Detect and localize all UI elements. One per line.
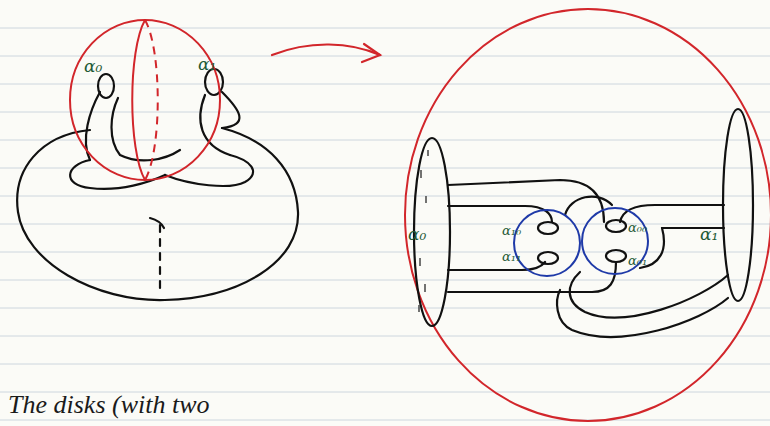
boundary-label: α₁ — [700, 226, 718, 243]
sphere-sketch — [70, 20, 220, 180]
boundary-label: α₀ — [84, 58, 102, 75]
transition-arrow — [272, 44, 380, 62]
curve-label: α₀₀ — [628, 221, 647, 234]
paper-lines — [0, 28, 770, 420]
curve-label: α₁₁ — [502, 250, 521, 263]
curve-label: α₁₀ — [502, 224, 521, 237]
tubes-sketch — [414, 109, 753, 337]
curve-label: α₀₁ — [628, 254, 647, 267]
boundary-label: α₀ — [408, 226, 426, 243]
ball-outline — [405, 9, 770, 421]
handwritten-note: The disks (with two — [8, 392, 210, 418]
circle-outline — [514, 210, 580, 276]
boundary-label: α₁ — [198, 56, 216, 73]
boundary-circle: α₁₀α₁₁ — [514, 210, 580, 276]
boundary-circle: α₀₀ α₀₁ — [582, 208, 648, 274]
